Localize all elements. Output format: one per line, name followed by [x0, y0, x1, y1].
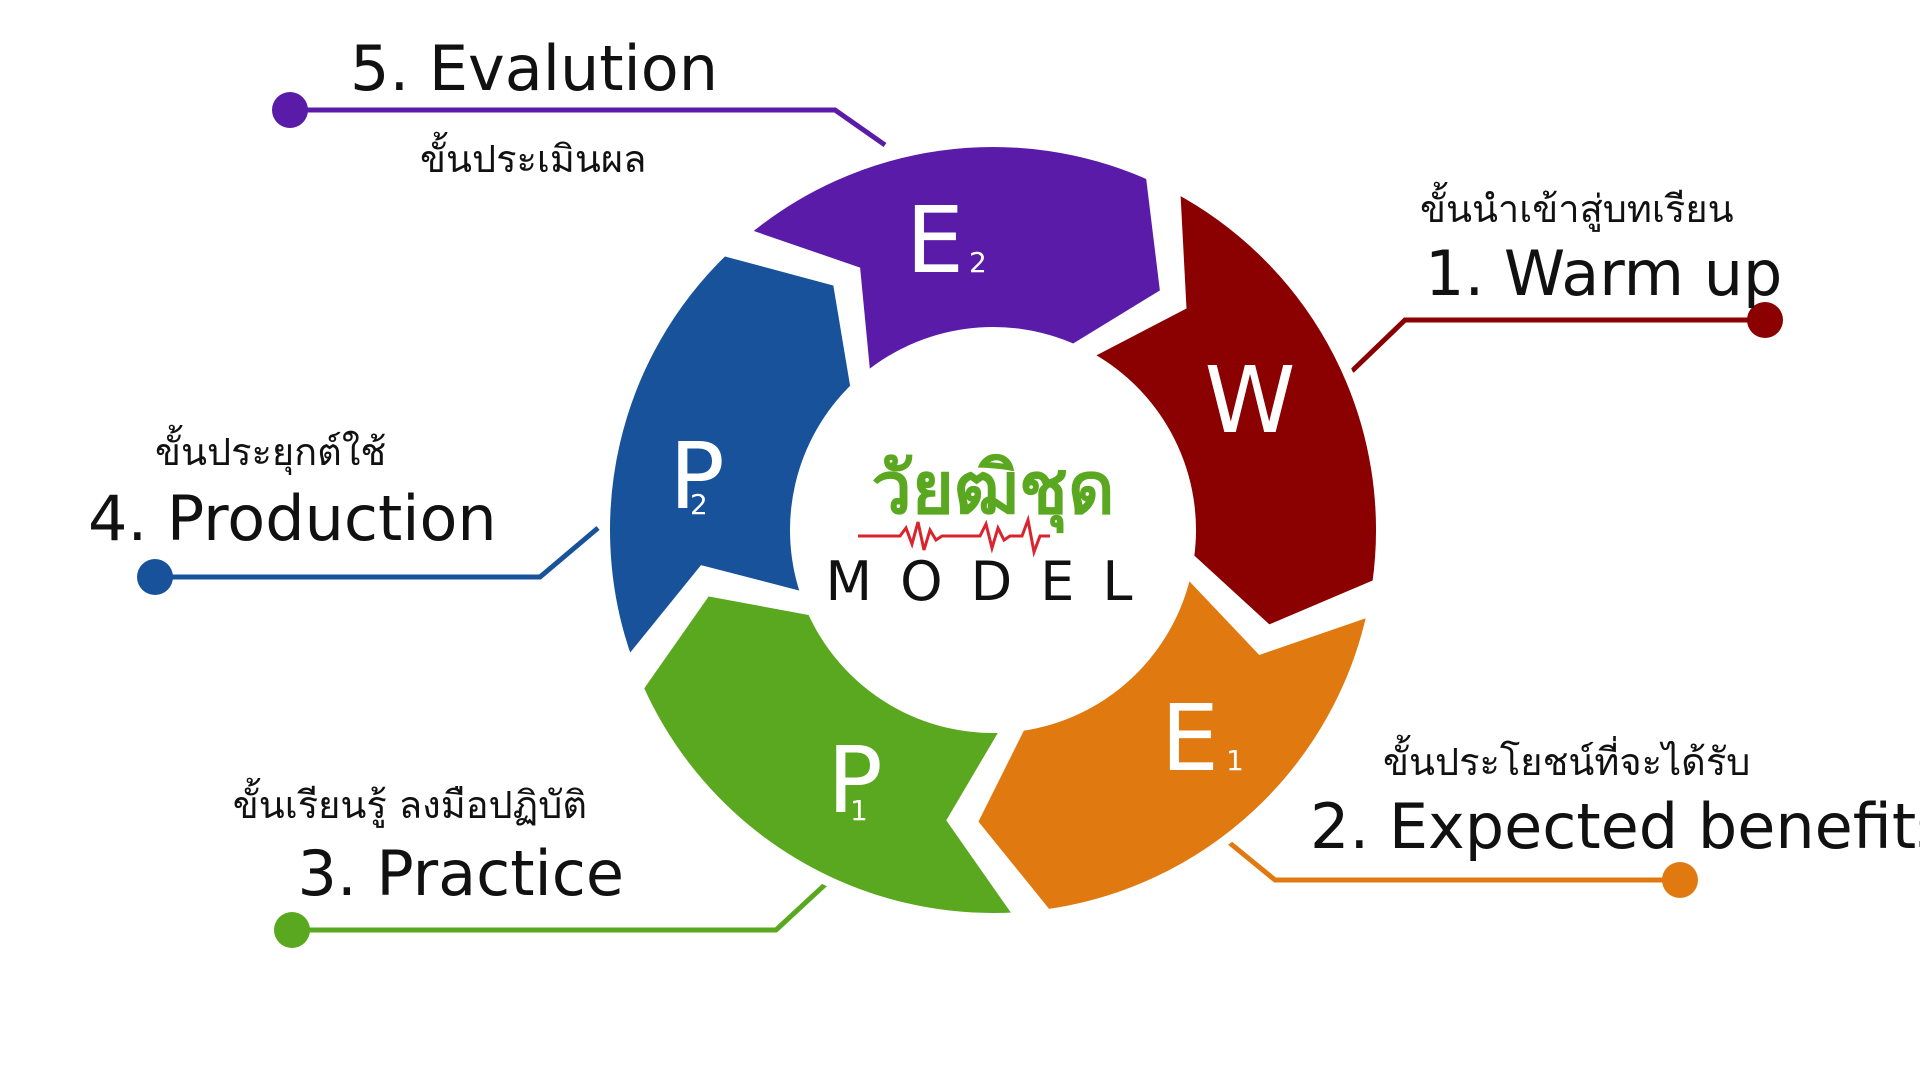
segment-label-warm-up: W — [1205, 347, 1296, 454]
segment-subscript: 2 — [690, 488, 708, 521]
segment-label-expected-benefits: E 1 — [1161, 685, 1244, 792]
center-logo: วัยฒิชุด MODEL — [826, 446, 1161, 613]
segment-letter: P — [669, 423, 724, 530]
ring-segment-practice — [632, 585, 1030, 923]
step-label-expected-benefits: ขั้นประโยชน์ที่จะได้รับ 2. Expected bene… — [1310, 734, 1920, 863]
segment-label-production: P 2 — [669, 423, 724, 530]
step-title: 1. Warm up — [1425, 237, 1782, 310]
step-title: 2. Expected benefits — [1310, 790, 1920, 863]
logo-thai-text: วัยฒิชุด — [871, 446, 1114, 534]
ring-segment-expected-benefits — [966, 560, 1380, 920]
step-label-evaluation: 5. Evalution ขั้นประเมินผล — [350, 32, 718, 181]
segment-letter: E — [906, 187, 964, 294]
step-title: 3. Practice — [298, 837, 625, 910]
step-thai-label: ขั้นประยุกต์ใช้ — [155, 424, 386, 475]
segment-subscript: 2 — [969, 246, 987, 279]
ring-segment-evaluation — [733, 137, 1171, 389]
connector-expected-benefits — [1218, 833, 1698, 898]
step-label-warm-up: ขั้นนำเข้าสู่บทเรียน 1. Warm up — [1420, 181, 1782, 310]
segment-letter: W — [1205, 347, 1296, 454]
ring-segment-warm-up — [1075, 178, 1386, 637]
segment-subscript: 1 — [1226, 744, 1244, 777]
step-title: 5. Evalution — [350, 32, 718, 105]
step-thai-label: ขั้นประโยชน์ที่จะได้รับ — [1383, 734, 1750, 784]
segment-subscript: 1 — [850, 794, 868, 827]
connector-practice — [274, 878, 832, 948]
step-thai-label: ขั้นประเมินผล — [420, 131, 646, 181]
segment-label-practice: P 1 — [827, 727, 882, 834]
step-label-practice: ขั้นเรียนรู้ ลงมือปฏิบัติ 3. Practice — [233, 777, 624, 910]
segment-label-evaluation: E 2 — [906, 187, 987, 294]
connector-production — [137, 526, 600, 595]
step-thai-label: ขั้นเรียนรู้ ลงมือปฏิบัติ — [233, 777, 587, 828]
step-thai-label: ขั้นนำเข้าสู่บทเรียน — [1420, 181, 1734, 232]
logo-model-text: MODEL — [826, 550, 1161, 613]
segment-letter: P — [827, 727, 882, 834]
connector-evaluation — [272, 92, 887, 148]
segment-letter: E — [1161, 685, 1219, 792]
cycle-ring — [600, 137, 1386, 923]
step-label-production: ขั้นประยุกต์ใช้ 4. Production — [88, 424, 497, 555]
pulse-line-icon — [858, 514, 1050, 558]
step-title: 4. Production — [88, 482, 497, 555]
ring-segment-production — [600, 245, 861, 673]
connector-warm-up — [1350, 302, 1783, 373]
